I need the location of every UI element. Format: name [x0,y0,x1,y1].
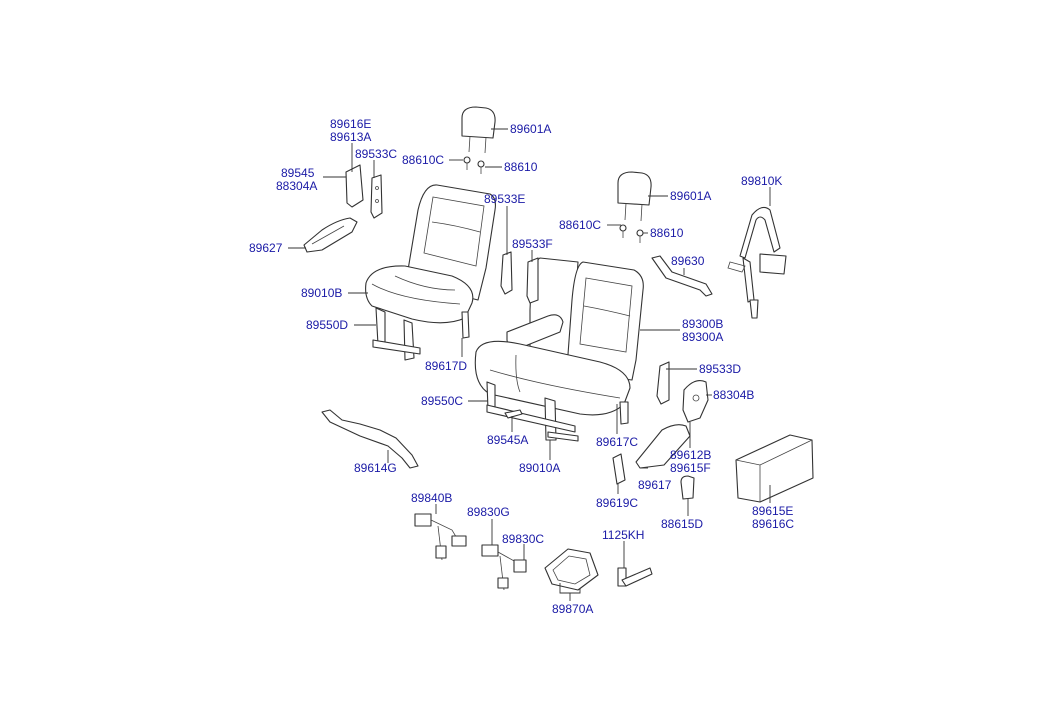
label-88610-right: 88610 [650,226,684,240]
label-89616E: 89616E [330,117,371,131]
bracket-89630 [651,255,713,297]
label-89533F: 89533F [512,237,553,251]
label-89612B: 89612B [670,448,711,462]
single-seat-cushion [365,265,474,324]
label-88610C-right: 88610C [559,218,601,232]
leader-lines [288,128,771,601]
label-89010B: 89010B [301,286,342,300]
label-89010A: 89010A [519,461,560,475]
wiring-harness-89830G [481,544,527,591]
label-89601A-right: 89601A [670,189,711,203]
label-89550C: 89550C [421,394,463,408]
label-89615E: 89615E [752,504,793,518]
label-88304A: 88304A [276,179,317,193]
double-seat-assembly [474,257,644,442]
label-89840B: 89840B [411,491,452,505]
label-89533E: 89533E [484,192,525,206]
label-89830G: 89830G [467,505,510,519]
side-rail-89614G [321,409,419,469]
headrest-guide-pins [463,156,644,243]
bolt-bracket-1125KH [617,567,653,587]
label-89545: 89545 [281,166,315,180]
label-89533D: 89533D [699,362,741,376]
label-88610C-left: 88610C [402,153,444,167]
label-1125KH: 1125KH [602,528,644,542]
label-89830C: 89830C [502,532,544,546]
label-89300A: 89300A [682,330,723,344]
headrest-left [461,106,496,154]
label-89601A-left: 89601A [510,122,551,136]
label-89545A: 89545A [487,433,528,447]
side-cover-right-parts [612,361,709,500]
headrest-right [617,171,652,222]
side-panel-box [735,434,814,503]
label-89810K: 89810K [741,174,782,188]
wiring-harness-89840B [414,513,467,561]
part-labels: 89616E 89613A 89533C 89545 88304A 89627 … [249,117,794,616]
label-88615D: 88615D [661,517,703,531]
label-89617C: 89617C [596,435,638,449]
double-seat-back-right [566,261,644,381]
label-88304B: 88304B [713,388,754,402]
label-89614G: 89614G [354,461,397,475]
side-cover-left-parts [303,164,383,253]
label-88610-left: 88610 [504,160,538,174]
double-seat-cushion [474,340,631,416]
label-89616C: 89616C [752,517,794,531]
label-89550D: 89550D [306,318,348,332]
hinge-covers-center [500,251,539,304]
cover-89545A [504,409,523,419]
label-89533C: 89533C [355,147,397,161]
label-89615F: 89615F [670,461,711,475]
label-89627: 89627 [249,241,283,255]
single-seat-assembly [365,184,496,361]
label-89617: 89617 [638,478,672,492]
label-89613A: 89613A [330,130,371,144]
label-89617D: 89617D [425,359,467,373]
storage-tray-89870A [544,548,599,591]
label-89619C: 89619C [596,496,638,510]
seat-belt-assembly [727,206,787,319]
label-89300B: 89300B [682,317,723,331]
label-89870A: 89870A [552,602,593,616]
label-89630: 89630 [671,254,705,268]
